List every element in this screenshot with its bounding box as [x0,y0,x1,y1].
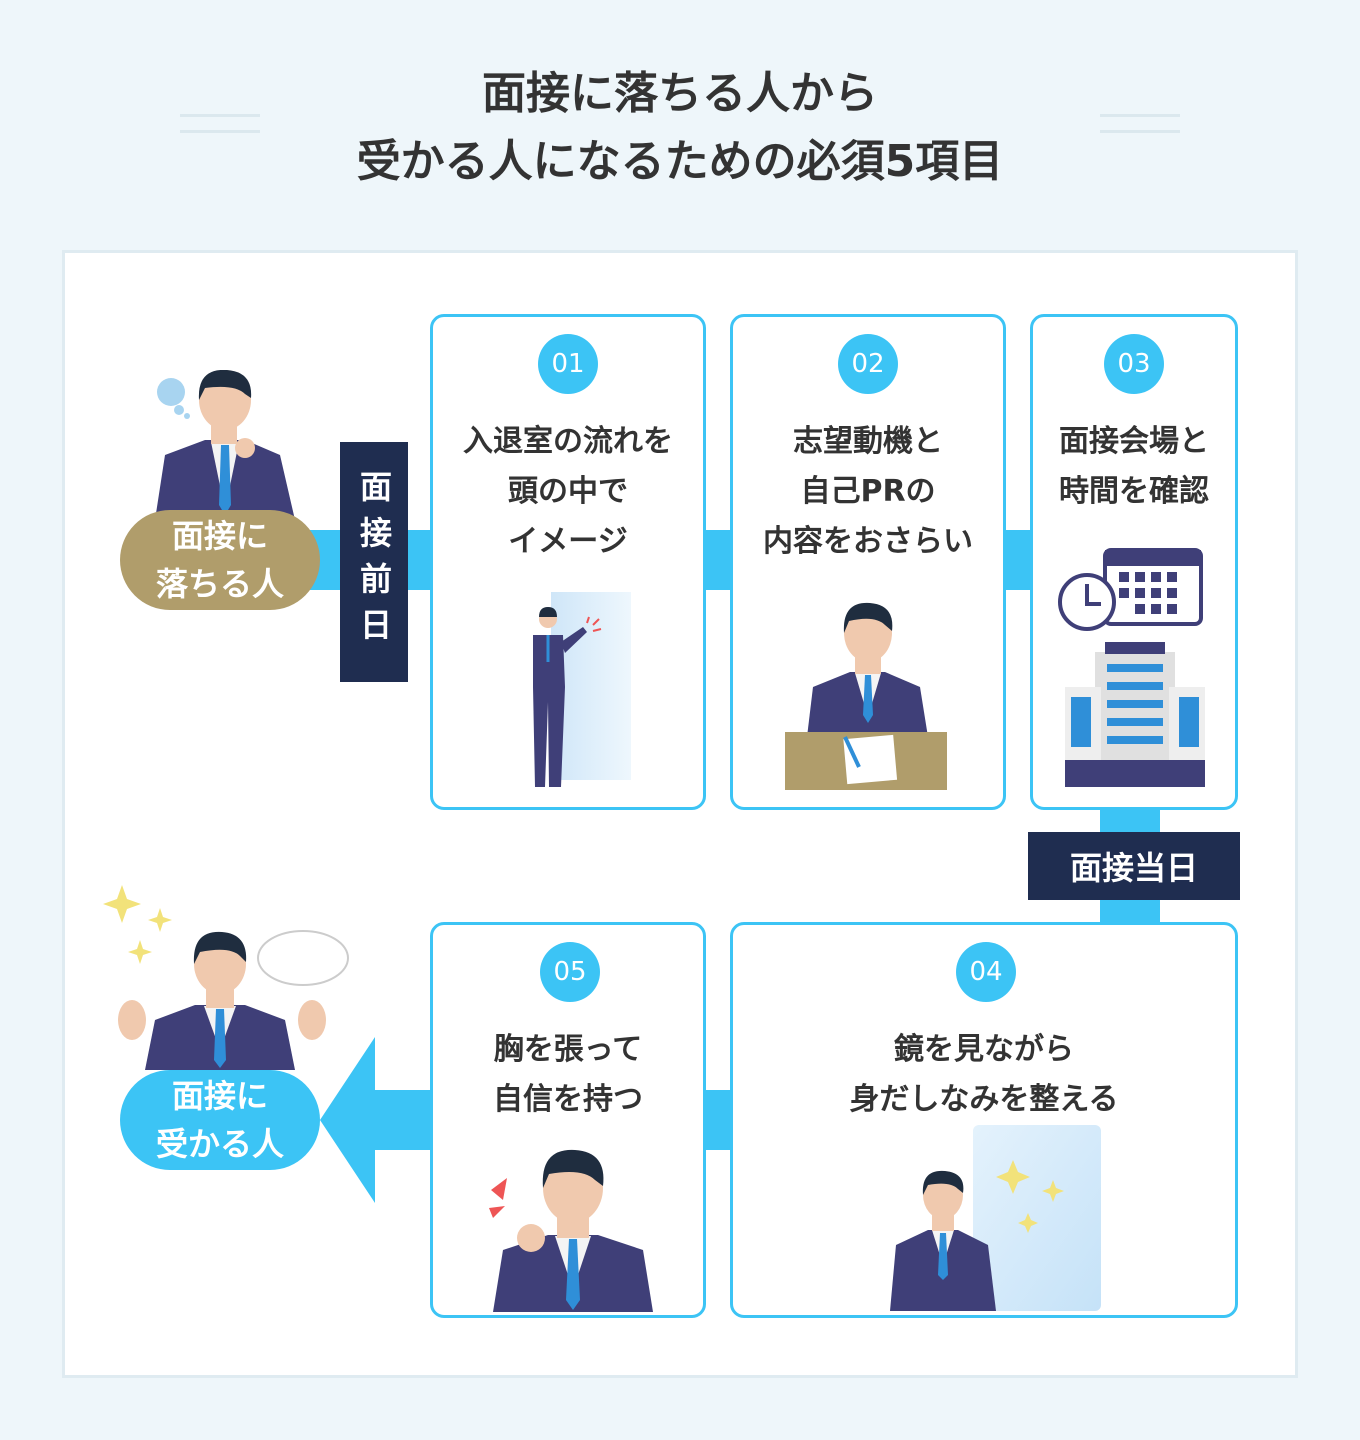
step-text: 胸を張って [493,1032,643,1067]
person-at-door-icon [533,592,631,787]
connector [706,530,730,590]
step-text: 入退室の流れを [463,424,673,459]
step-number: 04 [956,942,1016,1002]
day-of-label: 面接当日 [1028,832,1240,900]
pass-label-line: 受かる人 [155,1125,284,1163]
step-number: 03 [1104,334,1164,394]
person-mirror-icon [890,1125,1101,1311]
title-line-1: 面接に落ちる人から [482,68,878,119]
step-text: イメージ [508,524,628,559]
title-deco [180,130,260,133]
title-line-2: 受かる人になるための必須5項目 [356,136,1004,187]
before-day-label: 面接前日 [340,442,408,682]
connector [706,1090,730,1150]
title-deco [1100,130,1180,133]
step-text: 時間を確認 [1059,474,1209,509]
step-text: 内容をおさらい [763,524,973,559]
calendar-clock-building-icon [1058,548,1205,787]
step-text: 鏡を見ながら [894,1032,1074,1067]
step-card-04: 04 鏡を見ながら身だしなみを整える [730,922,1238,1318]
step-text: 自信を持つ [493,1082,643,1117]
step-card-05: 05 胸を張って自信を持つ [430,922,706,1318]
person-writing-icon [785,602,947,790]
pass-person-label: 面接に受かる人 [120,1070,320,1170]
fail-label-line: 面接に [171,517,268,555]
step-card-02: 02 志望動機と自己PRの内容をおさらい [730,314,1006,810]
step-card-03: 03 面接会場と時間を確認 [1030,314,1238,810]
step-card-01: 01 入退室の流れを頭の中でイメージ [430,314,706,810]
title-deco [180,114,260,117]
step-text: 頭の中で [508,474,628,509]
step-text: 身だしなみを整える [849,1082,1119,1117]
step-number: 02 [838,334,898,394]
fail-person-label: 面接に落ちる人 [120,510,320,610]
step-text: 自己PRの [800,474,936,509]
arrow-left-icon [320,1037,432,1203]
confident-person-icon [489,1149,653,1312]
happy-person-icon [103,885,349,1070]
connector [1006,530,1030,590]
step-text: 志望動機と [793,424,943,459]
fail-label-line: 落ちる人 [155,565,284,603]
step-number: 05 [540,942,600,1002]
title-deco [1100,114,1180,117]
pass-label-line: 面接に [171,1077,268,1115]
step-number: 01 [538,334,598,394]
thinking-person-icon [155,370,295,520]
step-text: 面接会場と [1059,424,1209,459]
